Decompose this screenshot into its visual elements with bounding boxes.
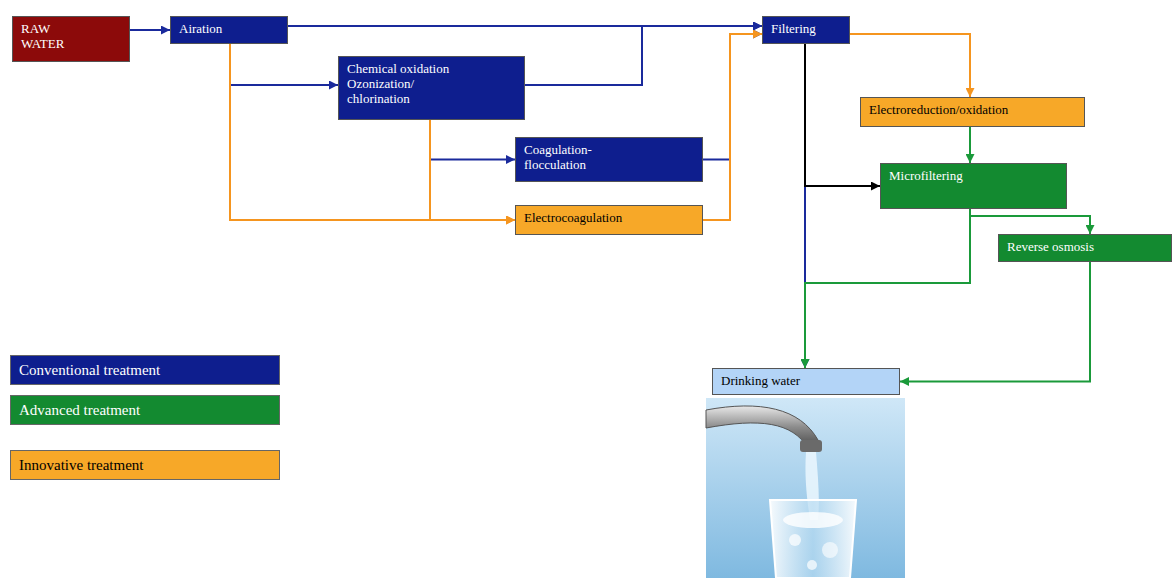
flow-arrow <box>525 26 762 85</box>
box-text: Airation <box>179 22 279 37</box>
process-box: Reverse osmosis <box>998 234 1172 262</box>
box-text: Reverse osmosis <box>1007 240 1163 255</box>
process-box: Drinking water <box>712 368 900 395</box>
process-box: Coagulation-flocculation <box>515 137 703 182</box>
flow-arrow <box>130 29 170 31</box>
process-box: RAW WATER <box>12 16 130 62</box>
box-text: Drinking water <box>721 374 891 389</box>
process-box: Airation <box>170 16 288 44</box>
box-text: Electrocoagulation <box>524 211 694 226</box>
box-text: Microfiltering <box>889 169 1058 184</box>
box-text: Coagulation-flocculation <box>524 143 619 173</box>
box-text: Chemical oxidation Ozonization/ chlorina… <box>347 62 477 107</box>
flow-arrow <box>970 209 1090 234</box>
process-box: Microfiltering <box>880 163 1067 209</box>
box-text: Filtering <box>771 22 841 37</box>
process-box: Electroreduction/oxidation <box>860 97 1085 127</box>
box-text: Electroreduction/oxidation <box>869 103 1076 118</box>
flow-arrow <box>850 34 970 97</box>
flow-arrow <box>703 34 762 160</box>
process-box: Filtering <box>762 16 850 44</box>
flow-arrow <box>430 120 515 220</box>
flow-arrow <box>703 34 762 220</box>
legend-text: Conventional treatment <box>19 362 160 378</box>
legend-swatch: Innovative treatment <box>10 450 280 480</box>
legend-text: Advanced treatment <box>19 402 140 418</box>
legend-swatch: Conventional treatment <box>10 355 280 385</box>
flow-arrow <box>230 44 338 85</box>
flow-arrow <box>430 120 515 160</box>
box-text: RAW WATER <box>21 22 81 52</box>
legend-text: Innovative treatment <box>19 457 144 473</box>
process-box: Chemical oxidation Ozonization/ chlorina… <box>338 56 525 120</box>
flow-arrow <box>969 127 971 163</box>
flow-arrow <box>900 262 1090 382</box>
process-box: Electrocoagulation <box>515 205 703 235</box>
flow-arrow <box>805 209 970 368</box>
legend-swatch: Advanced treatment <box>10 395 280 425</box>
